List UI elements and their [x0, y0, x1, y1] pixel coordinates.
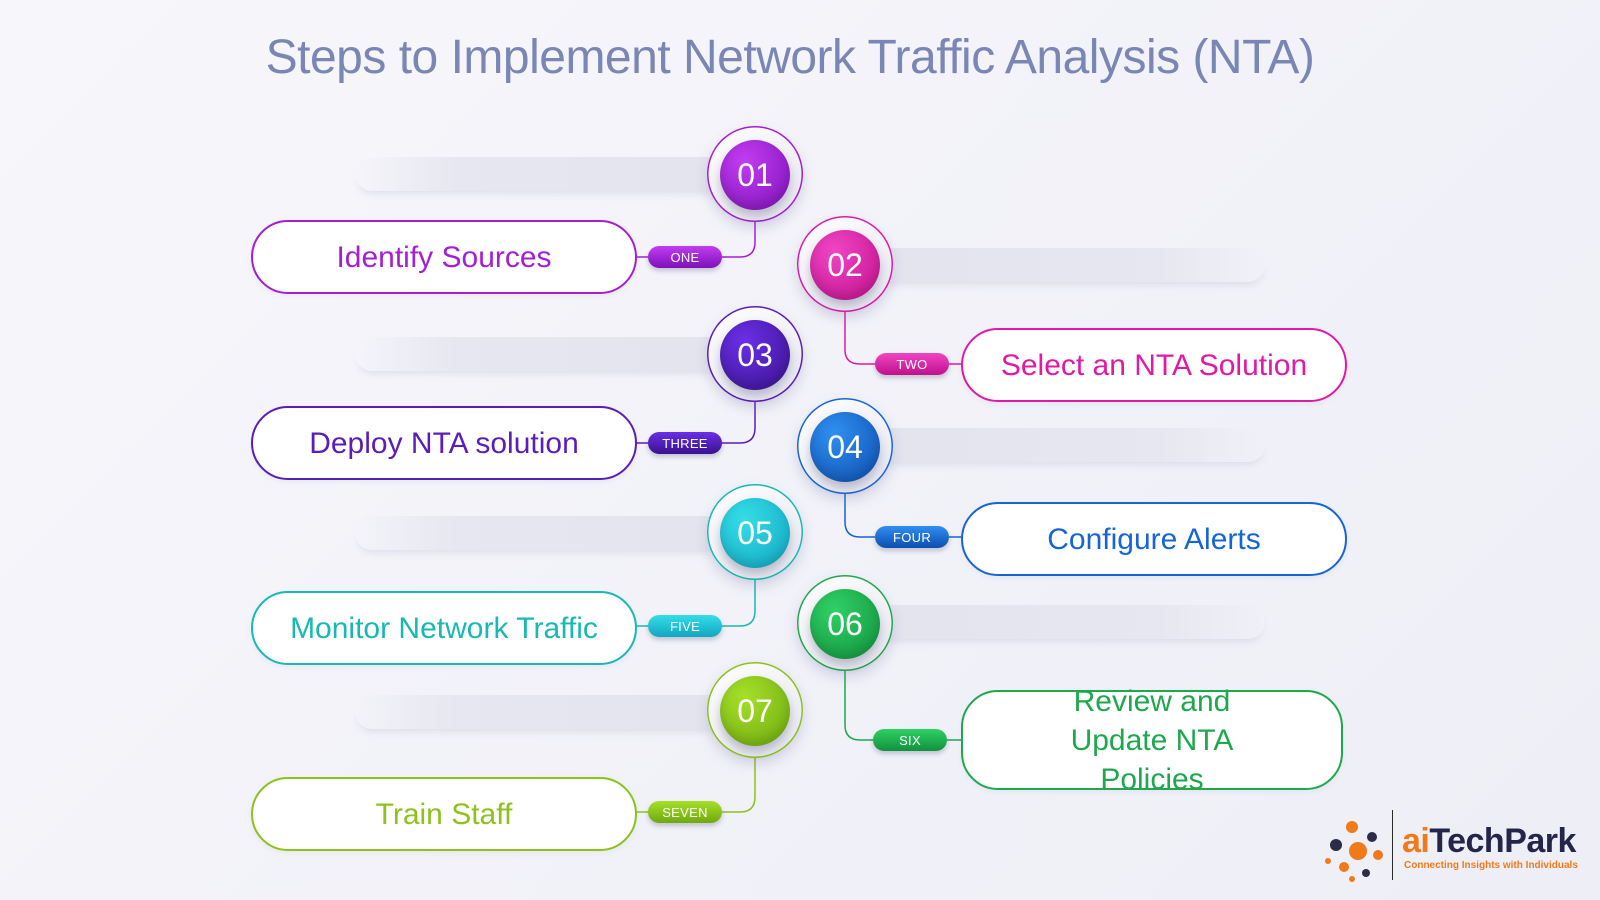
logo-brand-rest: TechPark [1429, 822, 1576, 860]
step-05-bar [355, 516, 755, 550]
logo-brand-ai: ai [1402, 822, 1430, 860]
logo-tagline: Connecting Insights with Individuals [1404, 860, 1578, 871]
step-07-bar [355, 695, 755, 729]
aitechpark-logo-icon [1325, 821, 1383, 882]
step-06-bar [845, 605, 1265, 639]
step-07-number: 07 [720, 676, 790, 746]
step-01-tag: ONE [648, 246, 722, 268]
step-05-label: Monitor Network Traffic [251, 591, 637, 665]
step-05-number: 05 [720, 498, 790, 568]
step-01-number: 01 [720, 140, 790, 210]
step-02-bar [845, 248, 1265, 282]
step-02-tag: TWO [875, 353, 949, 375]
step-04-label: Configure Alerts [961, 502, 1347, 576]
step-05-tag: FIVE [648, 615, 722, 637]
step-06-label: Review and Update NTA Policies [961, 685, 1343, 796]
step-03-tag: THREE [648, 432, 722, 454]
step-04-tag: FOUR [875, 526, 949, 548]
logo-wordmark: aiTechPark [1402, 822, 1576, 861]
step-02-number: 02 [810, 230, 880, 300]
step-04-number: 04 [810, 412, 880, 482]
step-06-number: 06 [810, 589, 880, 659]
step-04-bar [845, 428, 1265, 462]
step-01-bar [355, 157, 755, 191]
step-07-label: Train Staff [251, 777, 637, 851]
step-03-label: Deploy NTA solution [251, 406, 637, 480]
logo-divider [1392, 810, 1393, 880]
page-title: Steps to Implement Network Traffic Analy… [265, 31, 1315, 84]
step-06-tag: SIX [873, 729, 947, 751]
step-03-number: 03 [720, 320, 790, 390]
step-02-label: Select an NTA Solution [961, 328, 1347, 402]
step-07-tag: SEVEN [648, 801, 722, 823]
step-01-label: Identify Sources [251, 220, 637, 294]
step-03-bar [355, 337, 755, 371]
